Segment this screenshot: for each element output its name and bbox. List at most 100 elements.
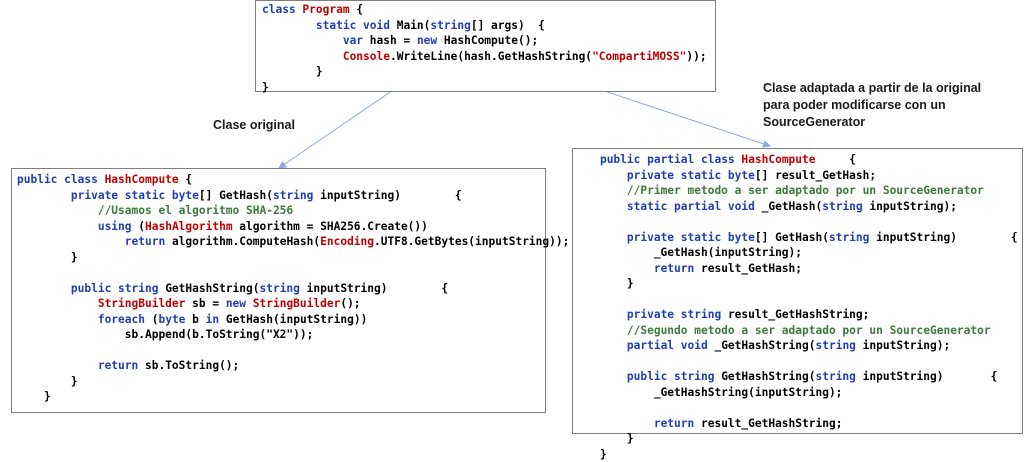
caption-original: Clase original bbox=[213, 117, 295, 134]
code-text: GetHashString( bbox=[165, 282, 259, 295]
code-text bbox=[573, 200, 627, 213]
code-text bbox=[573, 184, 627, 197]
code-type: HashCompute bbox=[105, 173, 179, 186]
code-keyword: new bbox=[226, 297, 253, 310]
code-line: return result_GetHashString; bbox=[573, 416, 1018, 432]
code-text bbox=[17, 235, 125, 248]
code-keyword: in bbox=[206, 313, 226, 326]
code-text bbox=[573, 153, 600, 166]
code-line: //Segundo metodo a ser adaptado por un S… bbox=[573, 323, 1018, 339]
code-text: hash = bbox=[370, 34, 417, 47]
code-line: var hash = new HashCompute(); bbox=[262, 33, 707, 49]
code-text: [] result_GetHash; bbox=[755, 169, 876, 182]
code-keyword: var bbox=[343, 34, 370, 47]
adapted-class-code: public partial class HashCompute { priva… bbox=[573, 152, 1018, 462]
code-line: private static byte[] result_GetHash; bbox=[573, 168, 1018, 184]
code-text bbox=[573, 262, 654, 275]
original-class-code: public class HashCompute { private stati… bbox=[17, 172, 569, 405]
code-line: } bbox=[262, 80, 707, 96]
caption-adapted-line-2: para poder modificarse con un bbox=[763, 97, 981, 114]
code-text: } bbox=[17, 390, 51, 403]
code-text: algorithm = SHA256.Create()) bbox=[233, 220, 428, 233]
code-line: } bbox=[573, 447, 1018, 462]
code-text bbox=[573, 417, 654, 430]
code-text: GetHashString( bbox=[721, 370, 815, 383]
code-keyword: string bbox=[430, 19, 470, 32]
code-type: HashAlgorithm bbox=[145, 220, 233, 233]
code-text bbox=[17, 313, 98, 326]
code-text: inputString) { bbox=[876, 231, 1017, 244]
code-comment: //Segundo metodo a ser adaptado por un S… bbox=[627, 324, 991, 337]
code-keyword: partial void bbox=[627, 339, 715, 352]
code-text: .UTF8.GetBytes(inputString)); bbox=[374, 235, 569, 248]
code-keyword: new bbox=[417, 34, 444, 47]
code-keyword: return bbox=[98, 359, 145, 372]
code-keyword: string bbox=[815, 370, 862, 383]
code-text: } bbox=[17, 375, 78, 388]
code-line: } bbox=[17, 389, 569, 405]
code-keyword: return bbox=[654, 417, 701, 430]
code-text: _GetHashString( bbox=[714, 339, 815, 352]
code-line bbox=[573, 214, 1018, 230]
code-text: } bbox=[573, 277, 634, 290]
code-text: result_GetHash; bbox=[701, 262, 802, 275]
code-text bbox=[573, 370, 627, 383]
code-line: StringBuilder sb = new StringBuilder(); bbox=[17, 296, 569, 312]
code-text: algorithm.ComputeHash( bbox=[172, 235, 320, 248]
code-line: return algorithm.ComputeHash(Encoding.UT… bbox=[17, 234, 569, 250]
code-line: private string result_GetHashString; bbox=[573, 307, 1018, 323]
code-line: public string GetHashString(string input… bbox=[17, 281, 569, 297]
code-line: partial void _GetHashString(string input… bbox=[573, 338, 1018, 354]
code-line bbox=[17, 343, 569, 359]
code-keyword: public class bbox=[17, 173, 105, 186]
code-text: _GetHash( bbox=[762, 200, 823, 213]
code-text: inputString) { bbox=[307, 282, 448, 295]
code-keyword: private string bbox=[627, 308, 728, 321]
code-keyword: return bbox=[125, 235, 172, 248]
code-text: sb = bbox=[185, 297, 225, 310]
code-text bbox=[573, 308, 627, 321]
code-line: } bbox=[573, 276, 1018, 292]
code-keyword: return bbox=[654, 262, 701, 275]
code-text: result_GetHashString; bbox=[728, 308, 869, 321]
code-type: StringBuilder bbox=[98, 297, 186, 310]
code-comment: //Primer metodo a ser adaptado por un So… bbox=[627, 184, 984, 197]
code-text bbox=[262, 19, 316, 32]
code-text bbox=[17, 297, 98, 310]
code-text: } bbox=[262, 81, 269, 94]
code-text bbox=[17, 204, 98, 217]
code-text: inputString); bbox=[863, 339, 951, 352]
code-keyword: string bbox=[273, 189, 320, 202]
code-line: public partial class HashCompute { bbox=[573, 152, 1018, 168]
code-text: GetHash(inputString)) bbox=[226, 313, 367, 326]
code-line bbox=[573, 400, 1018, 416]
code-text: b bbox=[192, 313, 205, 326]
code-text: )); bbox=[686, 50, 706, 63]
code-line: static partial void _GetHash(string inpu… bbox=[573, 199, 1018, 215]
code-text bbox=[17, 220, 98, 233]
code-line: static void Main(string[] args) { bbox=[262, 18, 707, 34]
code-string: "CompartiMOSS" bbox=[592, 50, 686, 63]
code-line: return result_GetHash; bbox=[573, 261, 1018, 277]
code-text: } bbox=[573, 448, 607, 461]
code-text: { bbox=[816, 153, 856, 166]
code-line: } bbox=[573, 431, 1018, 447]
code-line: public class HashCompute { bbox=[17, 172, 569, 188]
code-line: //Usamos el algoritmo SHA-256 bbox=[17, 203, 569, 219]
code-text: .WriteLine(hash.GetHashString( bbox=[390, 50, 592, 63]
code-text bbox=[573, 324, 627, 337]
code-keyword: private static byte bbox=[627, 169, 755, 182]
caption-original-text: Clase original bbox=[213, 118, 295, 132]
code-text: [] args) { bbox=[471, 19, 545, 32]
code-line: } bbox=[262, 64, 707, 80]
code-text: HashCompute(); bbox=[444, 34, 538, 47]
program-code-box: class Program { static void Main(string[… bbox=[255, 0, 716, 92]
code-line: public string GetHashString(string input… bbox=[573, 369, 1018, 385]
code-keyword: byte bbox=[158, 313, 192, 326]
code-line: using (HashAlgorithm algorithm = SHA256.… bbox=[17, 219, 569, 235]
code-line: _GetHashString(inputString); bbox=[573, 385, 1018, 401]
code-text: sb.ToString(); bbox=[145, 359, 239, 372]
code-text bbox=[262, 34, 343, 47]
code-line bbox=[573, 354, 1018, 370]
code-text: { bbox=[350, 3, 363, 16]
